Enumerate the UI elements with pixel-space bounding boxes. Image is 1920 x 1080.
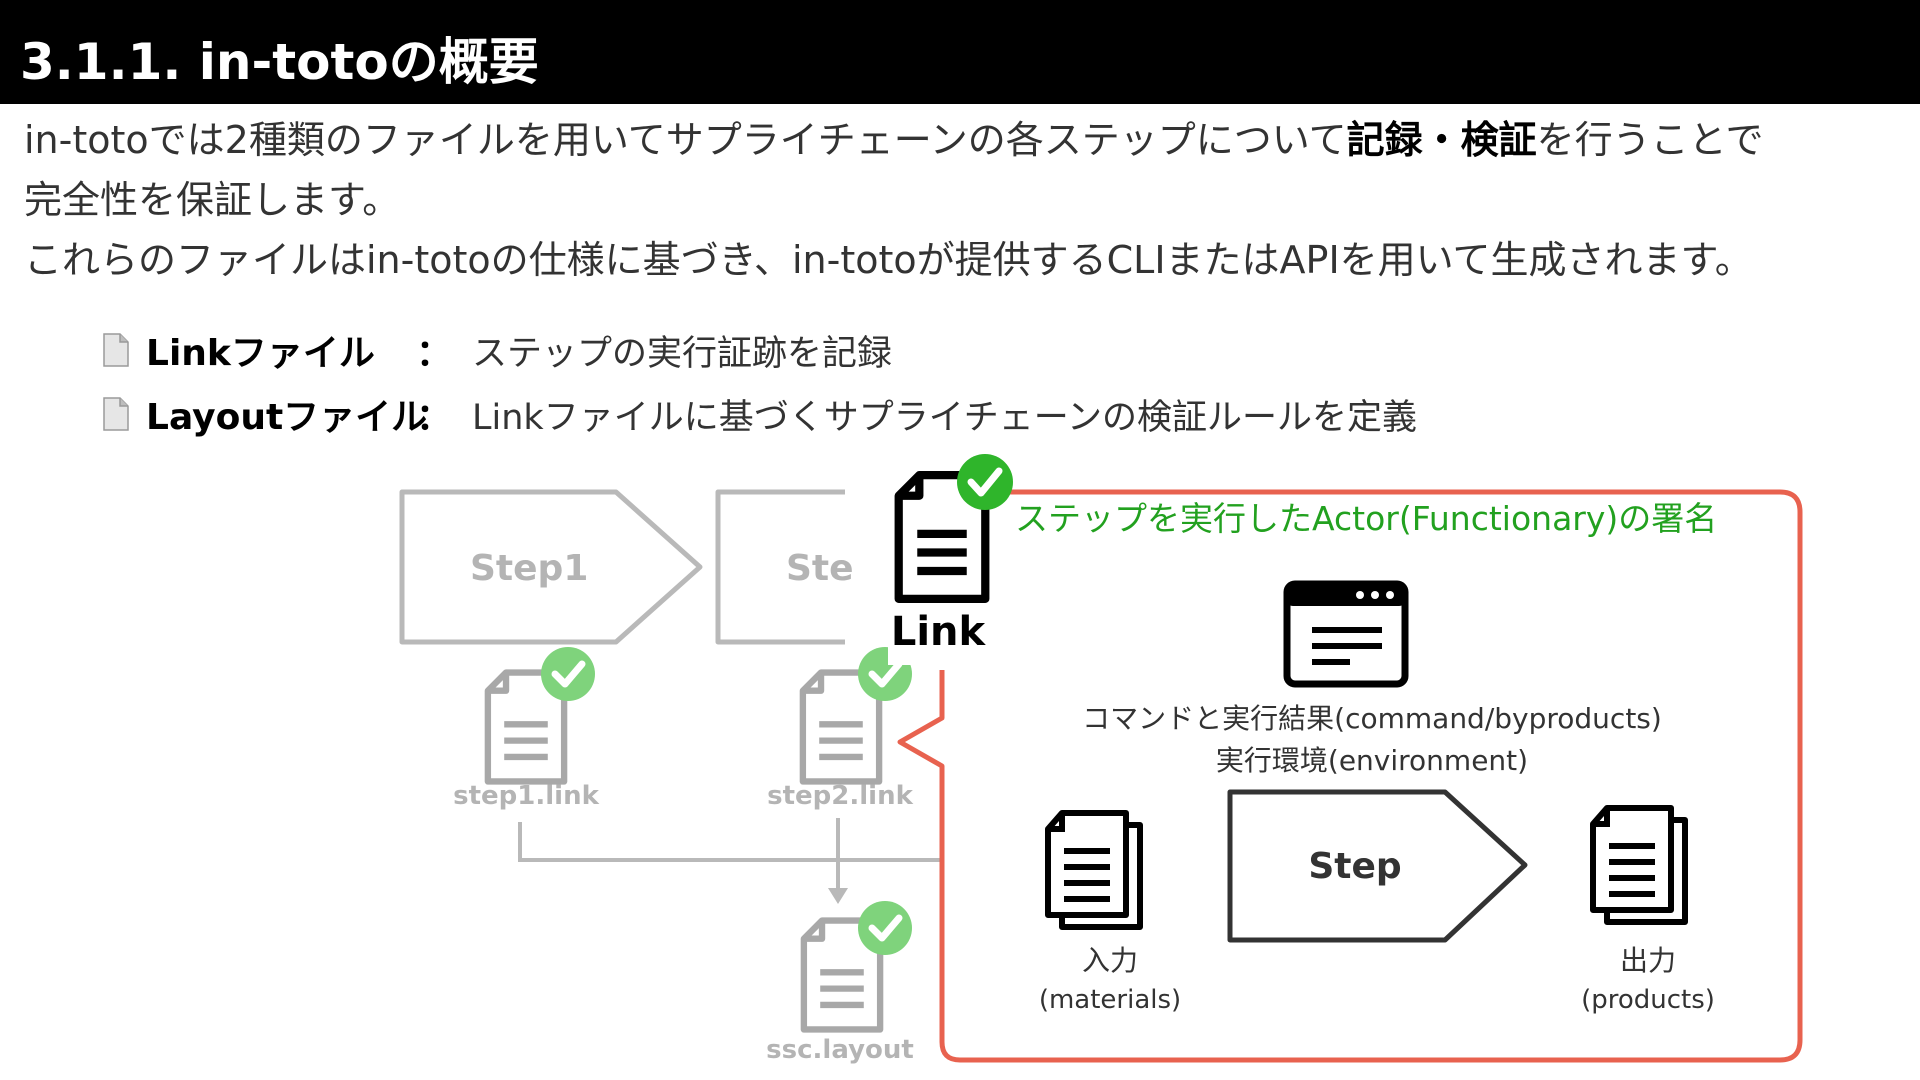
step2-link-file-name: step2.link	[767, 781, 913, 811]
intro-line-1-bold: 記録・検証	[1346, 118, 1537, 162]
file-type-link: Linkファイル ： ステップの実行証跡を記録	[100, 322, 892, 378]
step2-arrow-shape	[715, 489, 845, 645]
environment-label: 実行環境(environment)	[1216, 744, 1528, 777]
output-label: 出力	[1620, 944, 1676, 977]
faded-flow: Step1 Ste step1.link step2.link ssc.layo…	[399, 489, 945, 1065]
input-label: 入力	[1082, 944, 1138, 977]
file-type-link-colon: ：	[416, 333, 453, 374]
layout-file-name: ssc.layout	[766, 1035, 914, 1065]
signature-label: ステップを実行したActor(Functionary)の署名	[1015, 499, 1717, 538]
step2-label: Ste	[786, 548, 854, 589]
input-documents-icon	[1048, 813, 1140, 927]
file-type-layout-name: Layoutファイル	[146, 397, 428, 438]
link-document: Link	[888, 454, 1013, 665]
document-icon	[103, 333, 129, 367]
step1-arrow-shape	[399, 489, 703, 645]
input-sub-label: (materials)	[1039, 985, 1181, 1015]
step1-link-file-name: step1.link	[453, 781, 599, 811]
file-type-link-name: Linkファイル	[146, 333, 375, 374]
intro-line-2: 完全性を保証します。	[24, 178, 401, 222]
document-icon	[103, 397, 129, 431]
step-arrow-shape	[1227, 789, 1528, 943]
page-title: 3.1.1. in-totoの概要	[20, 33, 539, 91]
intro-line-1-pre: in-totoでは2種類のファイルを用いてサプライチェーンの各ステップについて	[24, 118, 1347, 162]
title-bar: 3.1.1. in-totoの概要	[0, 0, 1920, 104]
output-sub-label: (products)	[1581, 985, 1715, 1015]
arrow-head-icon	[828, 888, 848, 904]
intro-line-3: これらのファイルはin-totoの仕様に基づき、in-totoが提供するCLIま…	[24, 238, 1753, 282]
link-label: Link	[891, 609, 987, 655]
file-type-layout: Layoutファイル ： Linkファイルに基づくサプライチェーンの検証ルールを…	[100, 386, 1417, 442]
intro-line-1-post: を行うことで	[1536, 118, 1764, 162]
step1-label: Step1	[470, 548, 588, 589]
file-type-link-desc: ステップの実行証跡を記録	[472, 333, 893, 374]
connector-line	[518, 822, 945, 862]
check-icon	[957, 454, 1013, 510]
file-type-layout-desc: Linkファイルに基づくサプライチェーンの検証ルールを定義	[472, 397, 1417, 438]
file-type-layout-colon: ：	[416, 397, 453, 438]
terminal-window-icon	[1283, 580, 1409, 688]
command-label: コマンドと実行結果(command/byproducts)	[1082, 702, 1662, 735]
check-icon	[858, 901, 912, 955]
check-icon	[541, 647, 595, 701]
output-documents-icon	[1593, 808, 1685, 922]
intro-line-1: in-totoでは2種類のファイルを用いてサプライチェーンの各ステップについて記…	[24, 110, 1764, 170]
step-label: Step	[1308, 846, 1401, 887]
